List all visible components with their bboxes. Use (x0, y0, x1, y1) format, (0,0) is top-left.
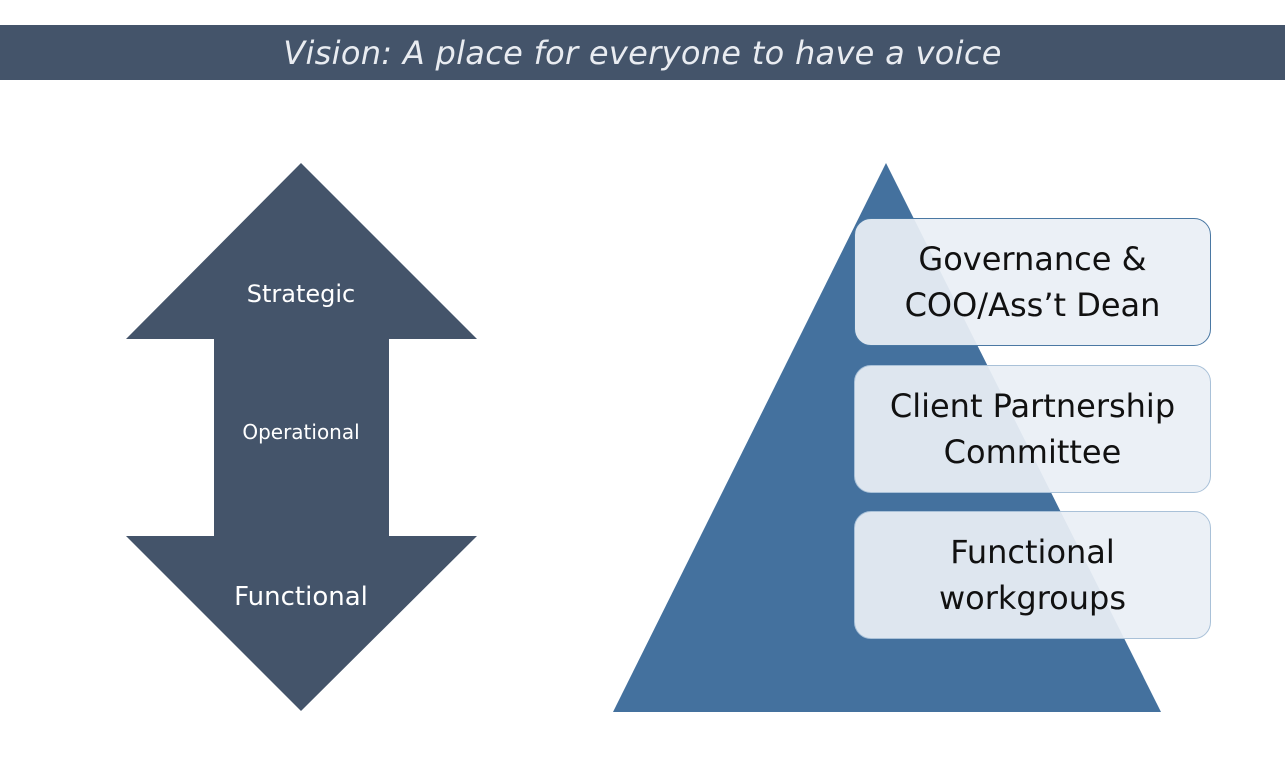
vision-title: Vision: A place for everyone to have a v… (283, 33, 1002, 72)
up-down-arrow (126, 163, 477, 711)
vision-banner: Vision: A place for everyone to have a v… (0, 25, 1285, 80)
arrow-label-strategic: Strategic (246, 280, 356, 308)
tier-label: Functional workgroups (938, 533, 1127, 617)
pyramid-tier-client-partnership: Client Partnership Committee (854, 365, 1211, 493)
arrow-label-operational: Operational (242, 420, 360, 444)
tier-label: Governance & COO/Ass’t Dean (904, 240, 1161, 324)
pyramid-tier-governance: Governance & COO/Ass’t Dean (854, 218, 1211, 346)
pyramid-tier-functional-workgroups: Functional workgroups (854, 511, 1211, 639)
arrow-label-functional: Functional (234, 582, 368, 612)
tier-label: Client Partnership Committee (889, 387, 1176, 471)
